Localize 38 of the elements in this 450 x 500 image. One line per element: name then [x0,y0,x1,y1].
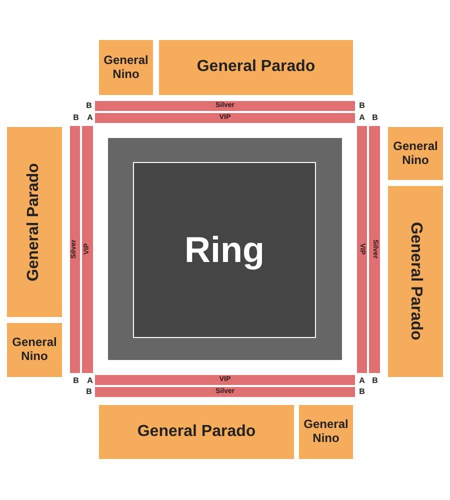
seating-section [388,127,443,180]
section-label: General Parado [137,422,256,442]
row-letter: A [359,114,365,122]
section-label: General Parado [406,222,425,341]
row-letter: B [372,114,378,122]
ring [133,162,316,338]
seating-row [95,375,355,385]
row-letter: B [86,388,92,396]
section-label: General Parado [25,162,44,282]
seating-section [99,405,294,459]
seating-section [388,186,443,377]
seating-row [369,126,380,373]
row-letter: B [359,102,365,110]
seating-row [95,101,355,111]
row-letter: A [87,377,93,385]
row-letter: B [73,377,79,385]
row-letter: B [73,114,79,122]
row-letter: B [359,388,365,396]
section-label: General Parado [196,58,316,77]
seating-row [82,126,93,373]
seating-section [7,323,62,377]
ring-label: Ring [184,229,264,271]
section-label: General Nino [302,418,350,446]
row-letter: A [359,377,365,385]
row-letter: B [372,377,378,385]
section-label: General Nino [392,140,439,168]
row-letter: B [86,102,92,110]
row-letter: A [87,114,93,122]
section-label: General Nino [102,54,150,82]
section-label: General Nino [11,336,58,364]
seating-row [70,126,80,373]
seating-section [159,40,353,95]
seating-section [299,405,353,459]
seating-section [7,127,62,317]
seating-row [357,126,367,373]
seating-section [99,40,153,95]
seating-row [95,387,355,397]
seating-row [95,113,355,123]
